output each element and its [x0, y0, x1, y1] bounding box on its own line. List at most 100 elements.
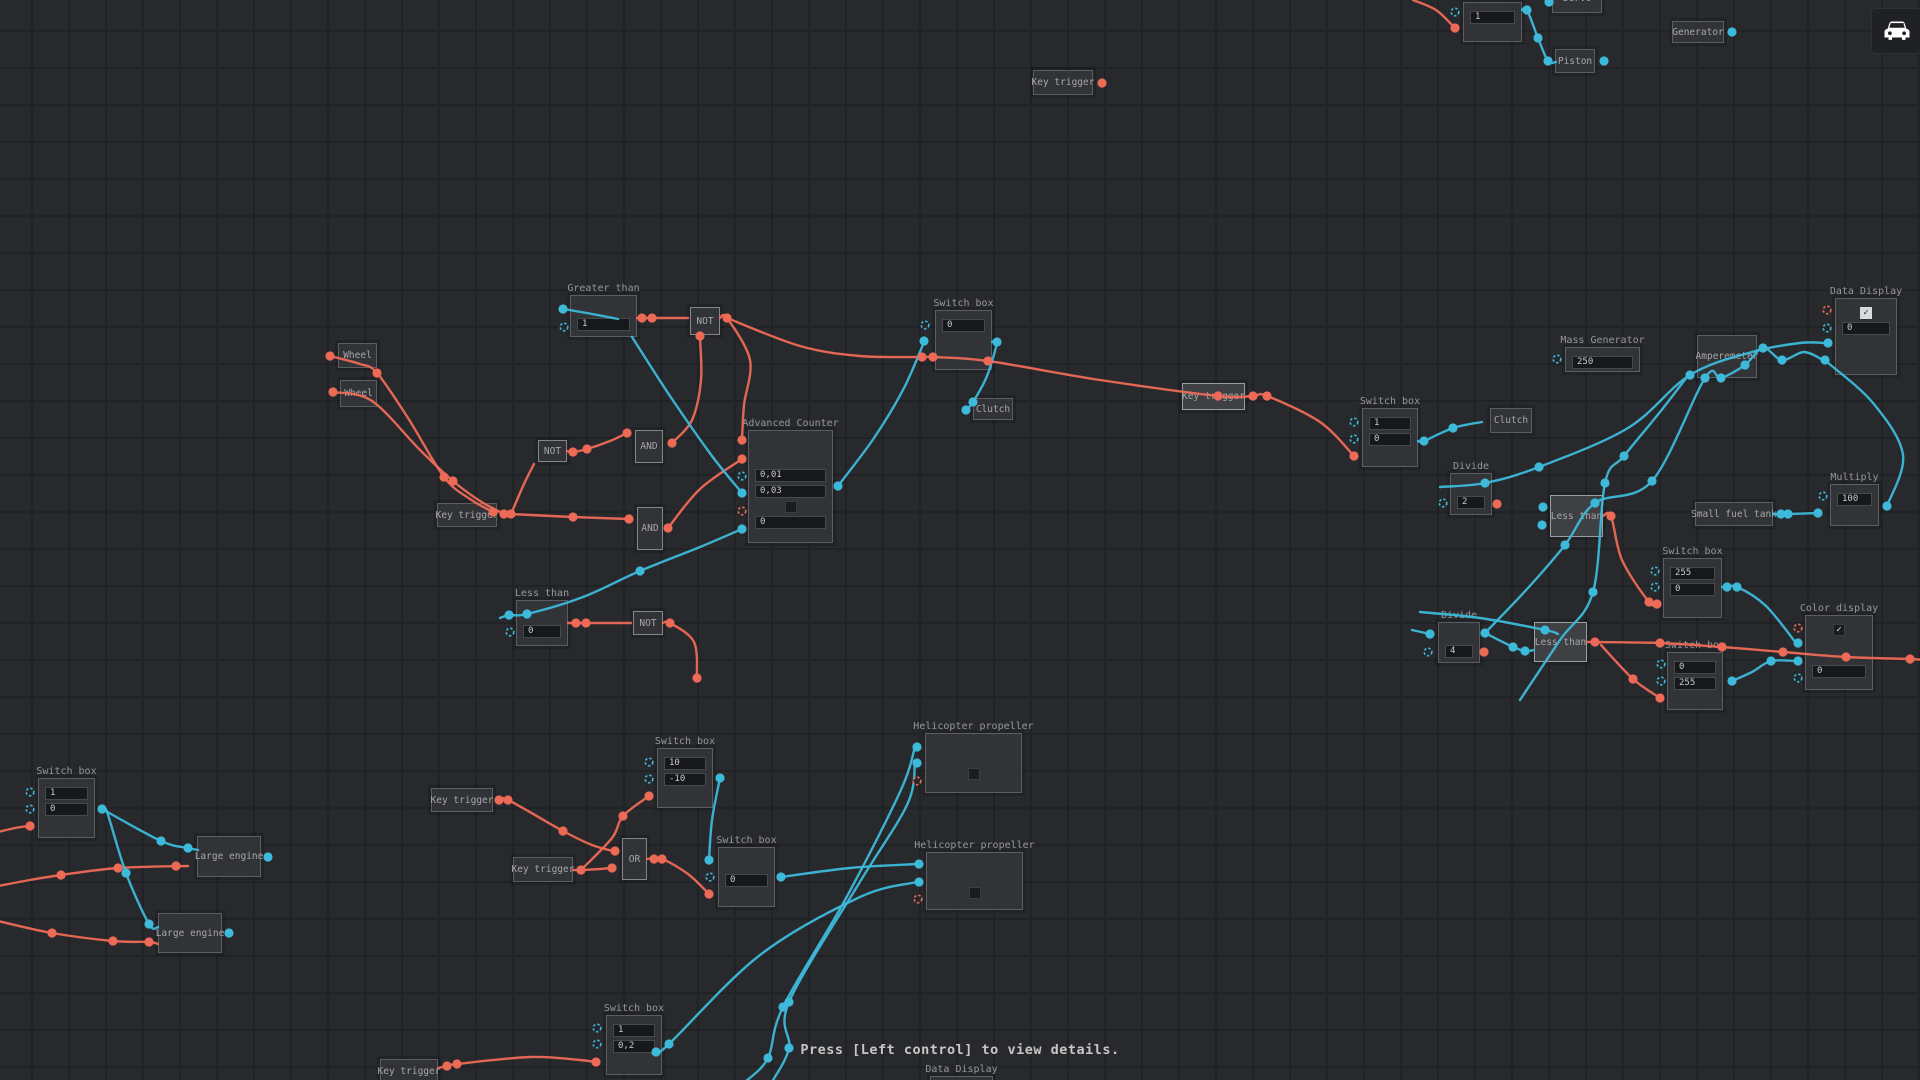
node-less-than[interactable]: Less than: [1550, 495, 1603, 537]
node-generator[interactable]: Generator: [1672, 21, 1724, 43]
node-key-trigger[interactable]: Key trigger: [1032, 70, 1094, 95]
node-field-input[interactable]: 0,01: [755, 469, 826, 482]
node-field-input[interactable]: 4: [1445, 645, 1473, 658]
node-not[interactable]: NOT: [633, 611, 663, 635]
node-field-input[interactable]: 0: [1674, 661, 1716, 674]
node-field-input[interactable]: 100: [1837, 493, 1872, 506]
node-less-than[interactable]: Less than: [1534, 622, 1587, 662]
node-switch-box[interactable]: Switch box 1 0: [36, 767, 97, 838]
node-switch-box[interactable]: Switch box 1 0: [1360, 397, 1420, 467]
node-checkbox[interactable]: ✓: [1860, 307, 1872, 319]
node-field-input[interactable]: 250: [1572, 356, 1633, 369]
node-piston[interactable]: Piston: [1555, 49, 1595, 73]
node-title: Key trigger: [435, 509, 499, 521]
node-field-input[interactable]: 255: [1674, 677, 1716, 690]
node-key-trigger[interactable]: Key trigger: [512, 857, 574, 882]
node-field-input[interactable]: 1: [577, 318, 630, 331]
node-checkbox[interactable]: ✓: [1833, 624, 1845, 636]
node-title: Large engine: [194, 851, 264, 862]
node-field-input[interactable]: 0: [1812, 665, 1866, 678]
check-icon: ✓: [1863, 307, 1869, 318]
node-title: Switch box: [36, 766, 97, 777]
spacer: [517, 606, 567, 622]
node-key-trigger[interactable]: Key trigger: [435, 503, 499, 527]
node-field-input[interactable]: 0: [1369, 433, 1411, 446]
node-data-display[interactable]: Data Display ✓ 0: [1830, 287, 1902, 375]
node-and[interactable]: AND: [635, 430, 663, 463]
node-wheel[interactable]: Wheel: [338, 343, 377, 368]
vehicle-mode-button[interactable]: [1871, 8, 1920, 54]
node-clutch[interactable]: Clutch: [1490, 408, 1532, 433]
checkbox-row: [927, 887, 1022, 899]
node-not[interactable]: NOT: [690, 307, 720, 335]
node-field-input[interactable]: 0: [1842, 322, 1890, 335]
node-field-input[interactable]: 0: [45, 803, 88, 816]
node-title: Less than: [514, 588, 570, 599]
node-field-input[interactable]: -10: [664, 773, 706, 786]
node-field-input[interactable]: 255: [1670, 567, 1715, 580]
node-title: Amperemeter: [1695, 351, 1759, 362]
node-unnamed-value-node[interactable]: 1: [1463, 2, 1522, 42]
node-field-input[interactable]: 0: [942, 319, 985, 332]
node-color-display[interactable]: Color display ✓ 0: [1800, 604, 1878, 690]
node-title: Color display: [1799, 603, 1879, 614]
node-key-trigger[interactable]: Key trigger: [431, 788, 493, 812]
node-amperemeter[interactable]: Amperemeter: [1695, 335, 1759, 378]
node-field-input[interactable]: 2: [1457, 496, 1485, 509]
node-helicopter-propeller[interactable]: Helicopter propeller: [914, 841, 1035, 910]
node-clutch[interactable]: Clutch: [973, 398, 1013, 420]
node-title: Clutch: [975, 403, 1011, 415]
node-title: Key trigger: [430, 794, 494, 806]
node-not[interactable]: NOT: [538, 440, 567, 462]
node-field-input[interactable]: 0,2: [613, 1040, 655, 1053]
node-checkbox[interactable]: [968, 887, 981, 899]
node-less-than[interactable]: Less than 0: [515, 589, 569, 646]
node-wheel[interactable]: Wheel: [340, 380, 377, 407]
checkbox-row: ✓: [1806, 624, 1872, 636]
node-title: OR: [628, 853, 641, 865]
node-field-input[interactable]: 1: [1369, 417, 1411, 430]
node-field-input[interactable]: 1: [1470, 11, 1515, 24]
node-helicopter-propeller[interactable]: Helicopter propeller: [913, 722, 1034, 793]
node-and[interactable]: AND: [637, 507, 663, 550]
node-checkbox[interactable]: [967, 768, 980, 780]
node-field-input[interactable]: 0: [523, 625, 561, 638]
node-or[interactable]: OR: [622, 838, 647, 880]
node-field-input[interactable]: 1: [45, 787, 88, 800]
node-checkbox[interactable]: [784, 501, 797, 513]
hint-text: Press [Left control] to view details.: [800, 1042, 1120, 1058]
node-title: Data Display: [1829, 286, 1903, 297]
node-title: NOT: [639, 617, 657, 629]
node-servo[interactable]: Servo: [1552, 0, 1602, 13]
node-field-input[interactable]: 10: [664, 757, 706, 770]
node-key-trigger[interactable]: Key trigger: [1182, 383, 1245, 410]
node-title: Key trigger: [377, 1066, 441, 1077]
node-title: Less than: [1550, 510, 1603, 522]
node-key-trigger[interactable]: Key trigger: [377, 1059, 441, 1080]
node-field-input[interactable]: 0,03: [755, 485, 826, 498]
node-small-fuel-tank[interactable]: Small fuel tank: [1691, 502, 1777, 526]
node-title: Switch box: [1359, 396, 1421, 407]
node-title: Helicopter propeller: [914, 840, 1035, 851]
node-field-input[interactable]: 0: [1670, 583, 1715, 596]
spacer: [571, 301, 636, 315]
node-large-engine[interactable]: Large engine: [194, 836, 264, 877]
node-field-input[interactable]: 0: [755, 516, 826, 529]
node-large-engine[interactable]: Large engine: [156, 913, 224, 953]
node-data-display[interactable]: Data Display: [925, 1065, 998, 1080]
node-field-input[interactable]: 0: [725, 874, 768, 887]
node-field-input[interactable]: 1: [613, 1024, 655, 1037]
